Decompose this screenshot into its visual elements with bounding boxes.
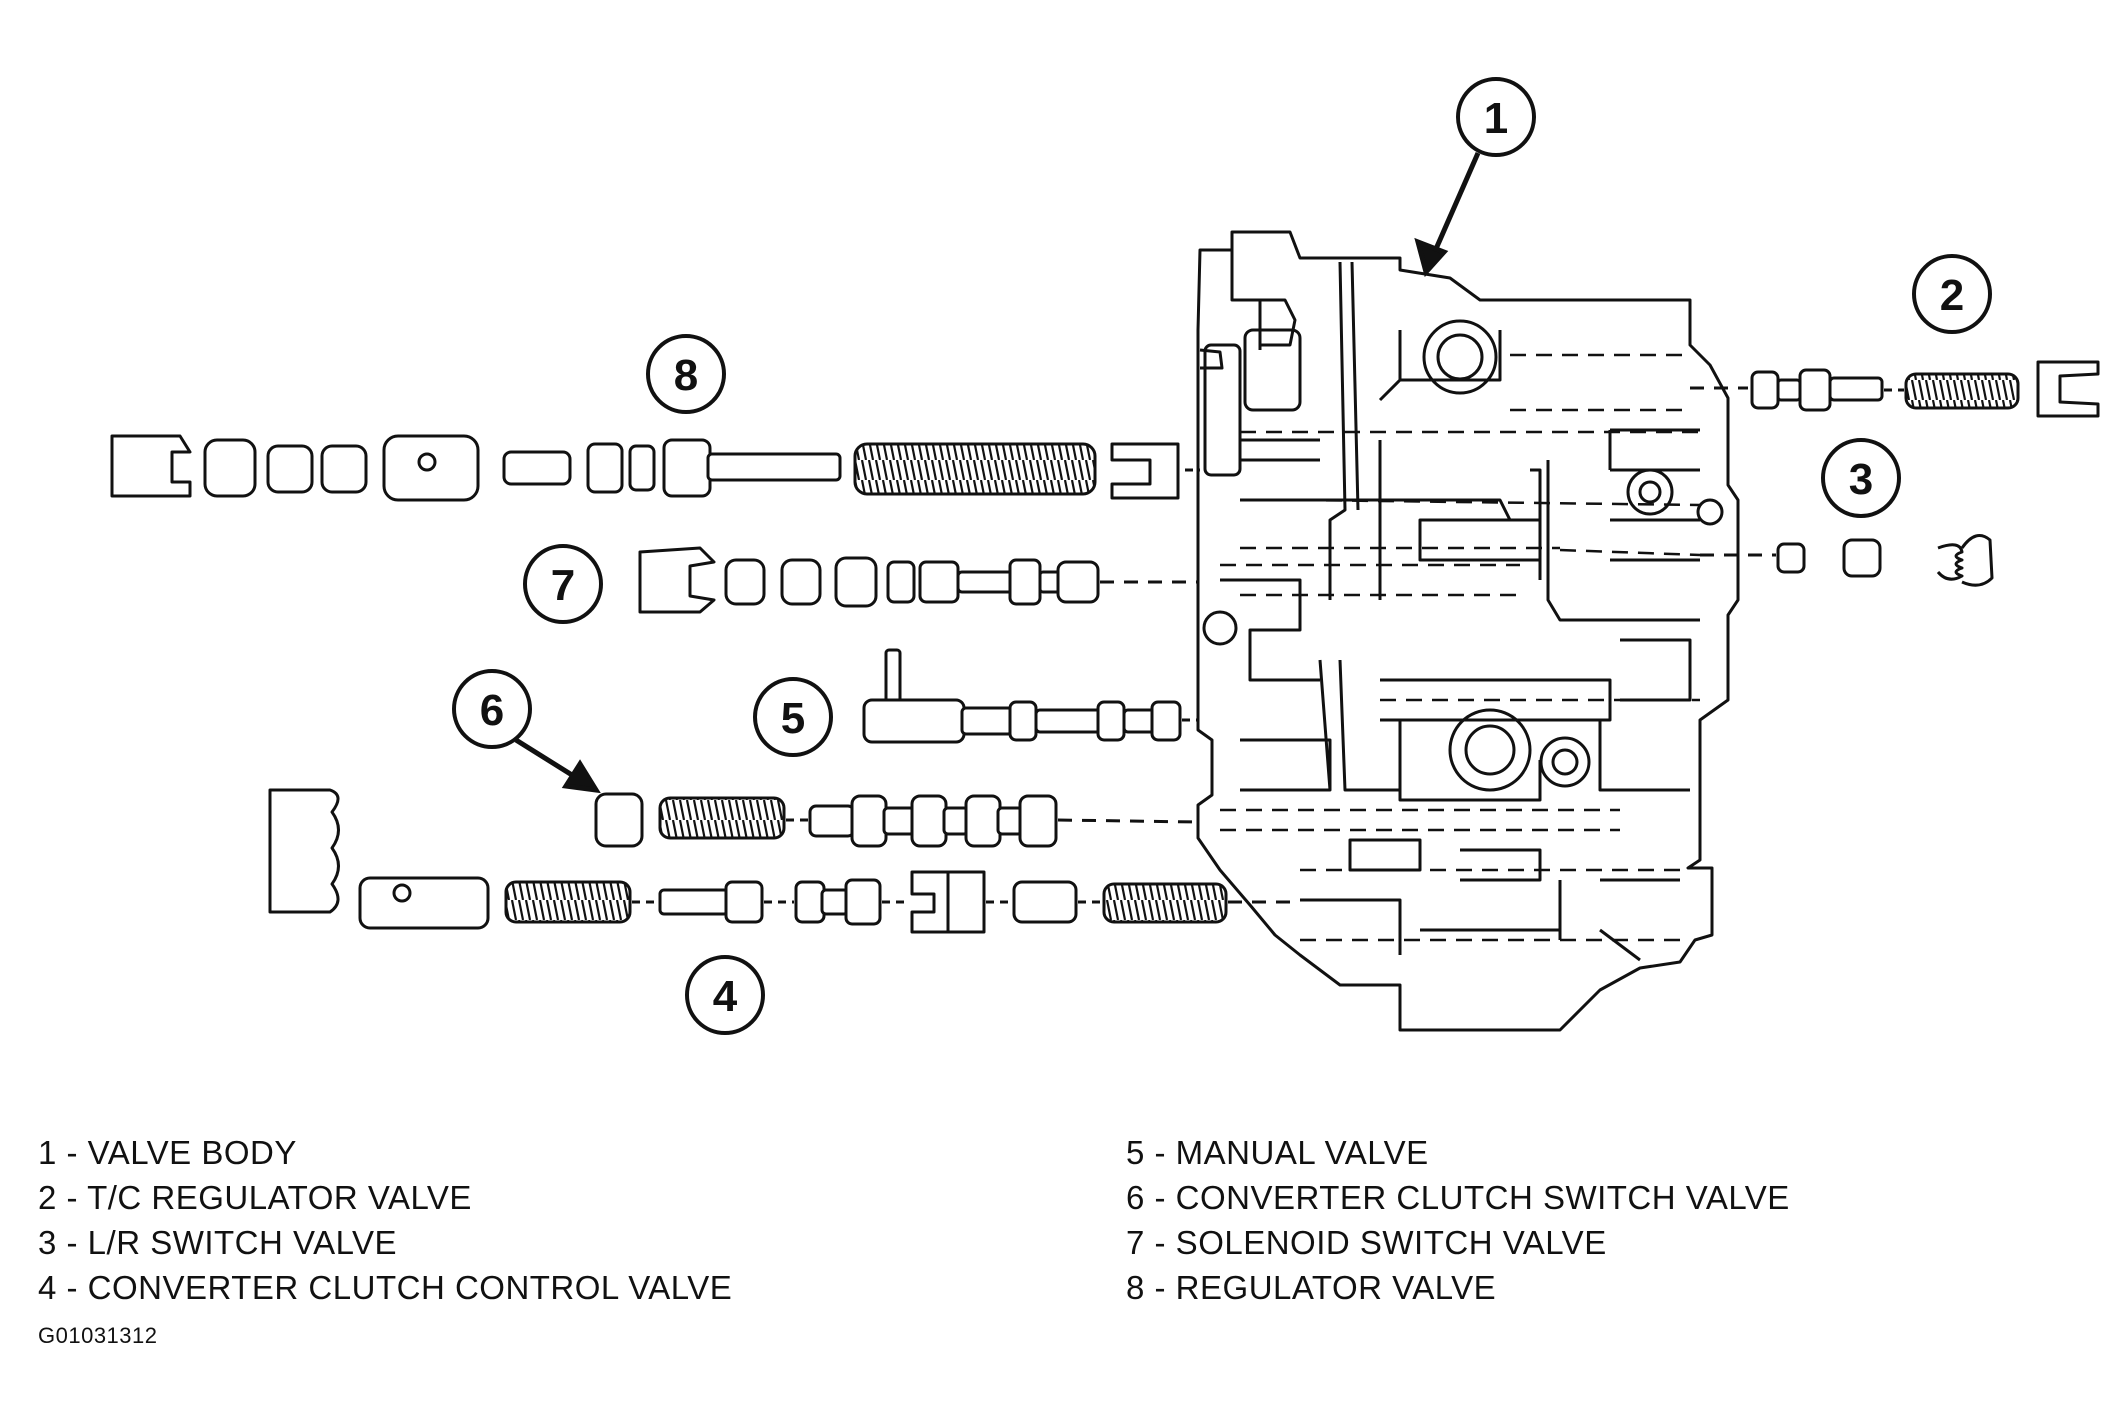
converter-clutch-switch-valve-parts: [594, 792, 1199, 848]
valve-land: [628, 444, 656, 492]
callouts: 1 2 3 4 5 6 7 8: [452, 77, 1992, 1035]
callout-8: 8: [674, 351, 698, 400]
legend-right-column: 5 - MANUAL VALVE 6 - CONVERTER CLUTCH SW…: [1126, 1130, 1790, 1310]
legend-item-4: 4 - CONVERTER CLUTCH CONTROL VALVE: [38, 1269, 733, 1306]
callout-3-circle: [1821, 438, 1901, 518]
callout-6: 6: [480, 686, 504, 735]
valve-land: [662, 438, 712, 498]
legend-item-1: 1 - VALVE BODY: [38, 1134, 297, 1171]
valve-stem: [706, 452, 842, 482]
tc-regulator-valve-parts: [1690, 360, 2100, 418]
converter-clutch-control-valve-parts: [268, 788, 1300, 934]
callout-6-circle: [452, 669, 532, 749]
sleeve: [266, 444, 314, 494]
spring-clip: [1936, 534, 1994, 587]
legend-item-2: 2 - T/C REGULATOR VALVE: [38, 1179, 472, 1216]
legend-item-8: 8 - REGULATOR VALVE: [1126, 1269, 1497, 1306]
callout-7-circle: [523, 544, 603, 624]
figure-id: G01031312: [38, 1323, 158, 1348]
legend-item-5: 5 - MANUAL VALVE: [1126, 1134, 1429, 1171]
plug: [502, 450, 572, 486]
callout-1: 1: [1484, 94, 1508, 143]
legend-item-6: 6 - CONVERTER CLUTCH SWITCH VALVE: [1126, 1179, 1790, 1216]
legend-item-3: 3 - L/R SWITCH VALVE: [38, 1224, 398, 1261]
lr-switch-valve-parts: [1700, 534, 1994, 587]
regulator-valve-parts: [110, 434, 1200, 502]
callout-4-circle: [685, 955, 765, 1035]
plug: [203, 438, 257, 498]
callout-7: 7: [551, 561, 575, 610]
valve-body: [1196, 230, 1740, 1032]
legend-left-column: 1 - VALVE BODY 2 - T/C REGULATOR VALVE 3…: [38, 1130, 732, 1310]
valve-land: [586, 442, 624, 494]
retainer-clip: [2036, 360, 2100, 418]
callout-3: 3: [1849, 455, 1873, 504]
legend-item-7: 7 - SOLENOID SWITCH VALVE: [1126, 1224, 1607, 1261]
retainer-clip: [110, 434, 192, 498]
spring: [853, 442, 1097, 496]
retainer-clip: [1110, 442, 1180, 500]
leader-arrows: [514, 151, 1481, 794]
callout-5: 5: [781, 694, 805, 743]
callout-1-circle: [1456, 77, 1536, 157]
callout-5-circle: [753, 677, 833, 757]
callout-8-circle: [646, 334, 726, 414]
callout-2-circle: [1912, 254, 1992, 334]
sleeve: [320, 444, 368, 494]
callout-2: 2: [1940, 271, 1964, 320]
manual-valve-parts: [862, 648, 1198, 744]
callout-4: 4: [713, 972, 738, 1021]
solenoid-switch-valve-parts: [638, 546, 1198, 614]
retainer-plate: [268, 788, 340, 914]
retainer-clip: [638, 546, 716, 614]
